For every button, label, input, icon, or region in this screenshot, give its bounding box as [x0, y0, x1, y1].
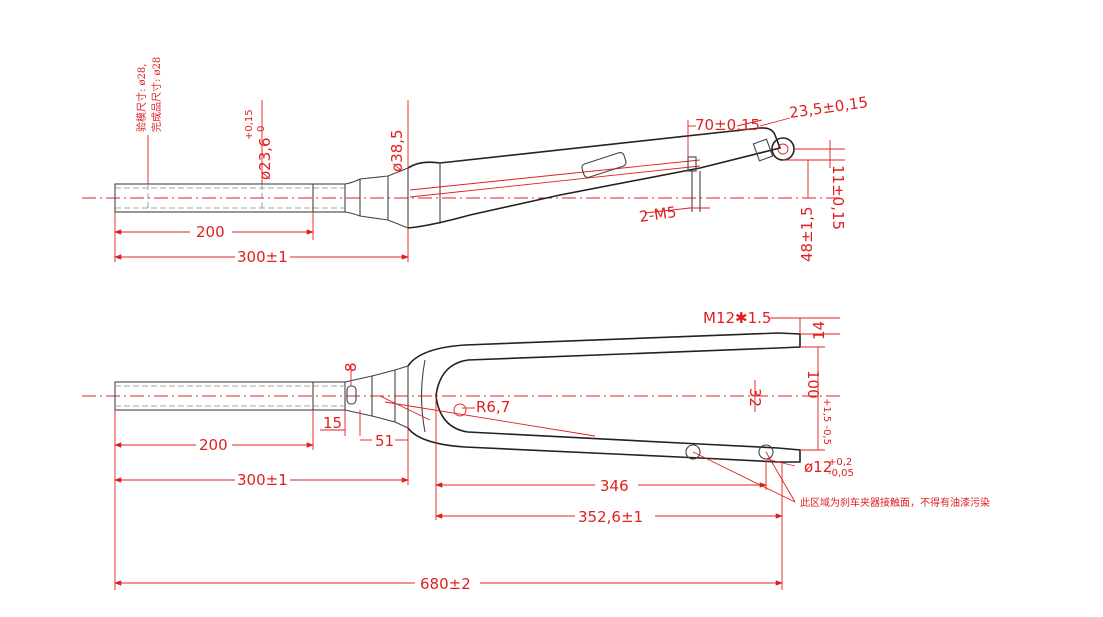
note-finished-size: 完成品尺寸: ø28 [150, 57, 163, 132]
thread-m12: M12✱1.5 [703, 309, 771, 327]
note-mold-size: 验模尺寸: ø28, [135, 64, 148, 132]
top-view: ø23,6 +0,15 0 验模尺寸: ø28, 完成品尺寸: ø28 ø38,… [82, 57, 869, 266]
dim-352: 352,6±1 [578, 508, 643, 526]
dim-346: 346 [600, 477, 629, 495]
dim-100: 100 [804, 370, 822, 399]
thread-m5: 2-M5 [638, 203, 678, 226]
fork-blades-front [407, 332, 801, 463]
dim-15: 15 [323, 414, 342, 432]
dim-11: 11±0,15 [829, 165, 847, 230]
dim-200-top: 200 [196, 223, 225, 241]
front-view: M12✱1.5 14 100 +1,5 -0,5 32 8 R6,7 ø12 +… [82, 309, 990, 593]
dim-70-offset: 70±0,15 [695, 116, 760, 134]
dim-300-top: 300±1 [237, 248, 288, 266]
crown-hole [346, 385, 357, 405]
note-brake-area: 此区域为刹车夹器接触面，不得有油漆污染 [800, 496, 990, 509]
dim-radius: R6,7 [476, 398, 510, 416]
svg-text:+0,2: +0,2 [828, 457, 852, 468]
dim-200-front: 200 [199, 436, 228, 454]
svg-text:+1,5 -0,5: +1,5 -0,5 [821, 398, 832, 445]
dim-32: 32 [746, 388, 764, 407]
dim-51: 51 [375, 432, 394, 450]
dim-23-5: 23,5±0,15 [788, 93, 869, 122]
dim-48: 48±1,5 [798, 206, 816, 262]
dim-8: 8 [342, 362, 360, 372]
dim-14: 14 [810, 321, 828, 340]
dim-680: 680±2 [420, 575, 471, 593]
dim-300-front: 300±1 [237, 471, 288, 489]
dim-axle: ø12 [804, 458, 832, 476]
svg-text:-0,05: -0,05 [828, 468, 854, 479]
radius-circle [453, 403, 467, 417]
slot [581, 152, 627, 178]
steerer-tube-top [114, 183, 346, 213]
svg-text:0: 0 [256, 126, 267, 132]
fork-blade-top [407, 127, 782, 229]
dim-crown-diameter: ø38,5 [388, 129, 406, 172]
dropout-lower-front [685, 444, 701, 460]
steerer-tube-front [114, 381, 346, 411]
svg-text:+0,15: +0,15 [244, 109, 255, 140]
dim-inner-diameter: ø23,6 [256, 137, 274, 180]
